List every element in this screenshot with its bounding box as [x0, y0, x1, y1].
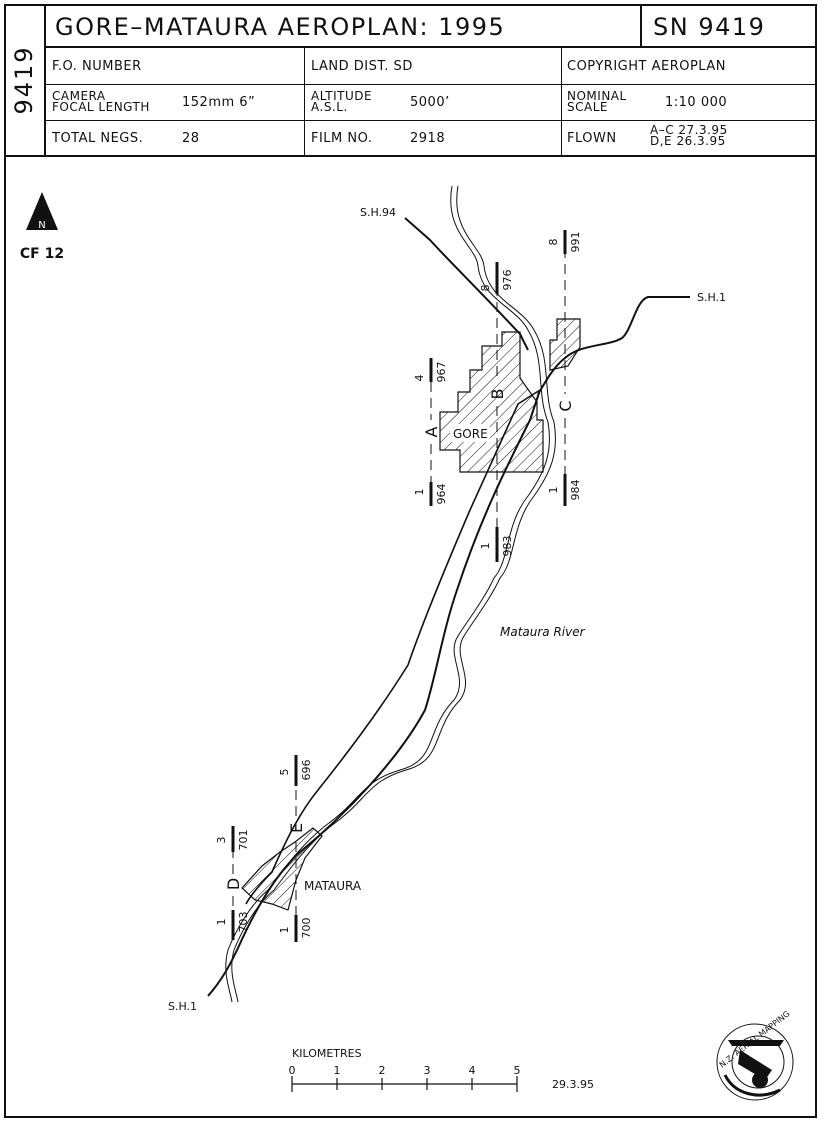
header-divider-col2	[561, 47, 562, 156]
altitude-label: ALTITUDE A.S.L.	[311, 89, 373, 114]
scale-tick-5: 5	[514, 1064, 521, 1077]
run-a-start-count: 1	[413, 489, 426, 496]
scale-tick-2: 2	[379, 1064, 386, 1077]
header-divider-row1	[45, 84, 816, 85]
north-label: N	[38, 220, 45, 231]
run-e-start-count: 1	[278, 927, 291, 934]
film-value: 2918	[410, 131, 446, 146]
scale-bar-label: KILOMETRES	[292, 1047, 362, 1060]
header-divider-vertical	[44, 5, 46, 156]
total-negs-label: TOTAL NEGS.	[52, 131, 144, 146]
scale-tick-0: 0	[289, 1064, 296, 1077]
nz-aerial-mapping-logo: N.Z. AERIAL MAPPING	[716, 1009, 794, 1101]
road-label-sh94: S.H.94	[360, 206, 396, 219]
run-a-start-frame: 964	[435, 484, 448, 505]
copyright-label: COPYRIGHT AEROPLAN	[567, 59, 726, 74]
scale-tick-3: 3	[424, 1064, 431, 1077]
run-e-letter: E	[287, 823, 306, 833]
river-label: Mataura River	[500, 625, 586, 639]
page-title: GORE–MATAURA AEROPLAN: 1995	[55, 13, 506, 41]
railway-gore-mataura	[245, 389, 541, 905]
run-d-start-count: 1	[215, 919, 228, 926]
run-a-letter: A	[422, 426, 441, 437]
run-e-end-count: 5	[278, 769, 291, 776]
scale-bar	[291, 1076, 518, 1092]
flown-value: A–C 27.3.95 D,E 26.3.95	[650, 123, 728, 148]
run-e-end-frame: 696	[300, 760, 313, 781]
gore-urban-area	[439, 331, 544, 473]
north-arrow-icon	[26, 192, 58, 230]
scale-tick-4: 4	[469, 1064, 476, 1077]
flown-label: FLOWN	[567, 131, 617, 146]
run-a-end-frame: 967	[435, 362, 448, 383]
fo-number-label: F.O. NUMBER	[52, 59, 142, 74]
run-c-end-frame: 991	[569, 232, 582, 253]
run-d-end-frame: 701	[237, 830, 250, 851]
camera-value: 152mm 6”	[182, 95, 256, 110]
map-date: 29.3.95	[552, 1078, 594, 1091]
total-negs-value: 28	[182, 131, 200, 146]
cf-label: CF 12	[20, 246, 64, 262]
town-label-mataura: MATAURA	[304, 879, 362, 893]
gore-label-background	[450, 424, 490, 442]
road-sh1-north	[537, 296, 690, 395]
map-sheet	[4, 4, 817, 1118]
scale-label: NOMINAL SCALE	[567, 89, 627, 114]
header-bottom-border	[5, 155, 816, 157]
road-label-sh1-south: S.H.1	[168, 1000, 197, 1013]
land-dist-label: LAND DIST. SD	[311, 59, 413, 74]
scale-value: 1:10 000	[665, 95, 728, 110]
run-b-end-frame: 976	[501, 270, 514, 291]
run-c-start-frame: 984	[569, 480, 582, 501]
header-divider-title	[45, 46, 816, 48]
run-c-end-count: 8	[547, 239, 560, 246]
run-d-start-frame: 703	[237, 912, 250, 933]
road-sh94	[404, 217, 529, 351]
run-d-end-count: 3	[215, 837, 228, 844]
run-b-start-count: 1	[479, 543, 492, 550]
header-divider-col1	[304, 47, 305, 156]
scale-tick-1: 1	[334, 1064, 341, 1077]
town-label-gore: GORE	[453, 427, 488, 441]
run-b-end-count: 8	[479, 285, 492, 292]
film-label: FILM NO.	[311, 131, 373, 146]
road-sh1-south	[207, 389, 541, 997]
camera-label: CAMERA FOCAL LENGTH	[52, 89, 150, 114]
run-b-letter: B	[488, 389, 507, 400]
run-b-start-frame: 983	[501, 536, 514, 557]
altitude-value: 5000’	[410, 95, 450, 110]
run-c-start-count: 1	[547, 487, 560, 494]
mataura-urban-area	[241, 827, 323, 911]
run-c-letter: C	[556, 400, 575, 411]
sn-number: SN 9419	[653, 13, 766, 41]
header-divider-sn	[640, 5, 642, 47]
run-e-start-frame: 700	[300, 918, 313, 939]
header-divider-row2	[45, 120, 816, 121]
run-a-end-count: 4	[413, 375, 426, 382]
run-d-letter: D	[224, 878, 243, 890]
run-end-ticks	[231, 230, 567, 942]
road-label-sh1-north: S.H.1	[697, 291, 726, 304]
